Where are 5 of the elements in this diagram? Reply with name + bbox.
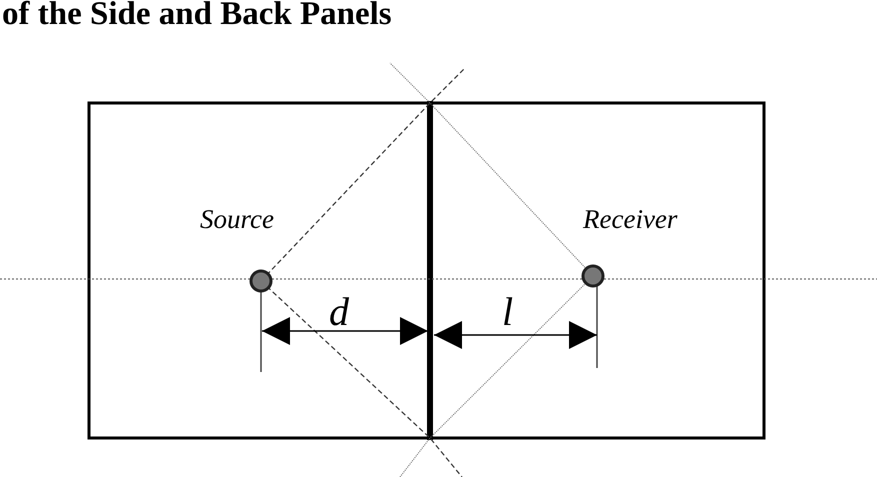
dimension-label: d (329, 292, 349, 332)
title: of the Side and Back Panels (2, 0, 392, 33)
point-label: Receiver (583, 206, 678, 233)
point-label: Source (200, 206, 274, 233)
dimension-label: l (502, 292, 514, 332)
